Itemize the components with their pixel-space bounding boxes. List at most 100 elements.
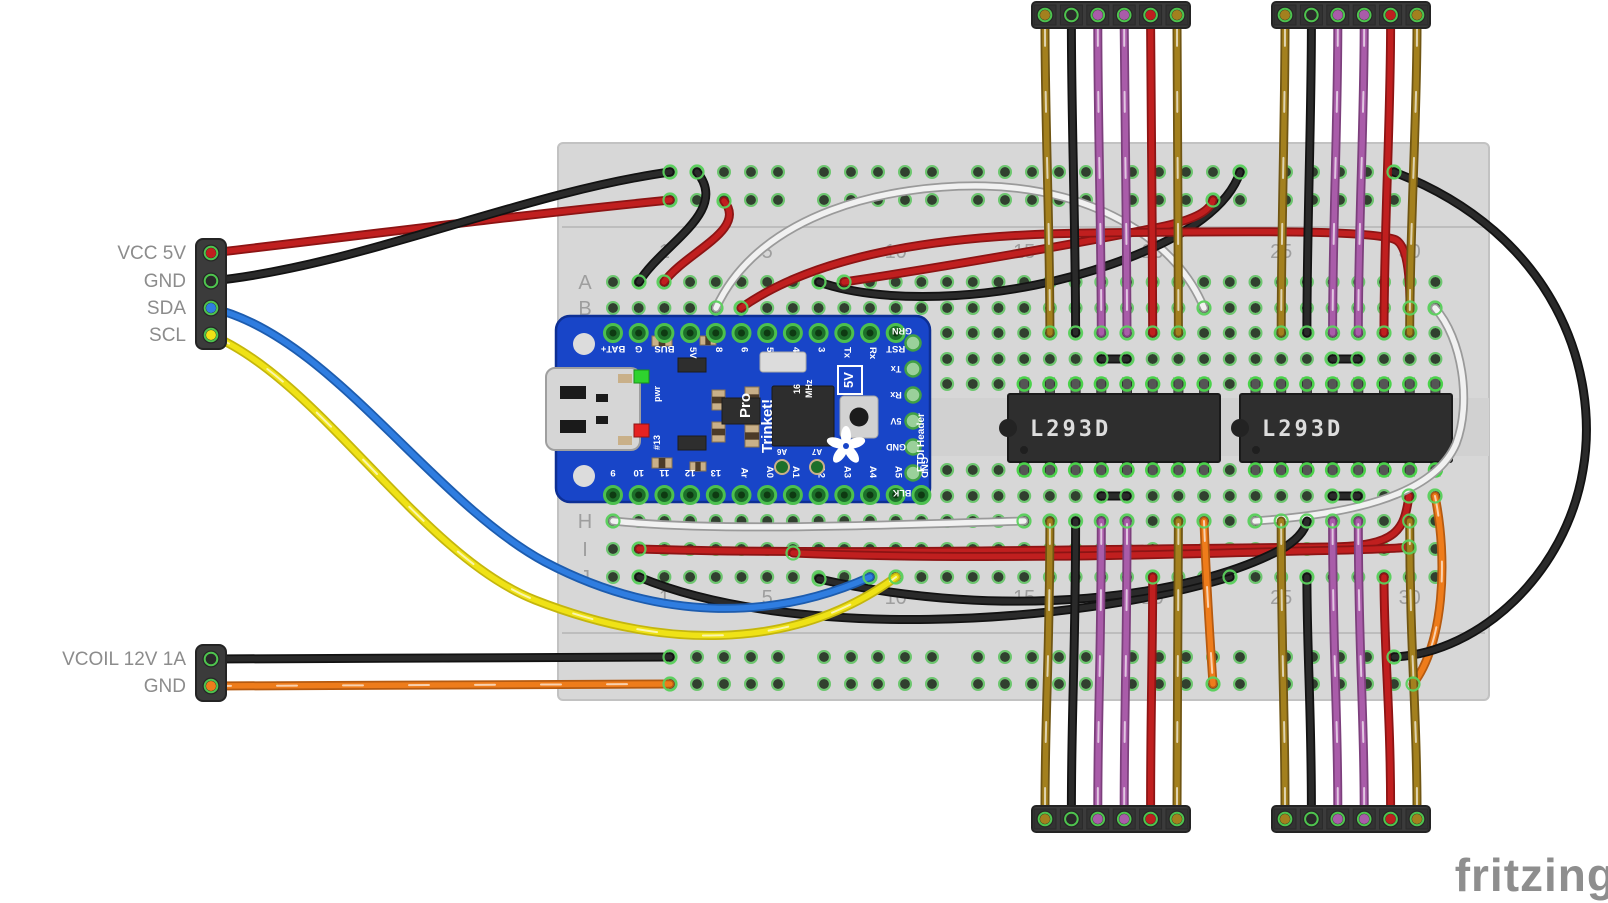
wire-motor-bottom-left-pin6[interactable] [1172, 516, 1183, 813]
motor-header-bottom-left[interactable] [1031, 805, 1191, 833]
trinket-pin-label: Rx [867, 347, 878, 360]
wire-sda[interactable] [206, 303, 875, 613]
wire-motor-bottom-right-pin2[interactable] [1302, 572, 1316, 813]
trinket-pin-label: A5 [893, 466, 904, 479]
wire-white-row-h[interactable] [608, 516, 1029, 532]
trinket-pin-label: G [635, 343, 642, 354]
wire-motor-bottom-left-pin5[interactable] [1146, 572, 1158, 813]
silk-text: 16 [792, 384, 802, 394]
trinket-pin-label: A4 [867, 466, 878, 479]
signal-header[interactable] [195, 238, 227, 350]
wire-black-right-arc[interactable] [1389, 167, 1591, 662]
wire-black-arc-top[interactable] [814, 167, 1245, 302]
wire-red-row-i-left[interactable] [634, 491, 1414, 557]
wires [206, 21, 1591, 813]
silk-text: GRN [892, 326, 912, 336]
wire-motor-top-left-pin2[interactable] [1066, 21, 1081, 338]
row-label: I [582, 539, 588, 561]
column-label: 5 [762, 587, 773, 609]
trinket-pin-label: 11 [659, 467, 670, 478]
trinket-pin-label: 3 [816, 347, 827, 352]
wire-motor-top-right-pin1[interactable] [1276, 21, 1290, 338]
silk-text: 5V [841, 372, 856, 388]
wire-motor-top-left-pin3[interactable] [1093, 21, 1106, 338]
silk-text: Trinket! [759, 399, 776, 453]
reset-button-cap[interactable] [849, 407, 869, 427]
row-label: B [578, 298, 591, 320]
ftdi-pin-label: GND [886, 442, 907, 452]
trinket-pin-label: 9 [610, 467, 615, 478]
mcu-chip [771, 385, 835, 447]
smd-components [633, 335, 835, 472]
wire-orange-right[interactable] [1408, 491, 1447, 689]
ftdi-pin-label: 5V [890, 416, 901, 426]
wire-motor-top-left-pin4[interactable] [1119, 21, 1132, 338]
ftdi-pin-label: Tx [891, 364, 902, 374]
trinket-pin-label: 12 [685, 467, 696, 478]
label-sda: SDA [146, 298, 186, 319]
wire-motor-top-right-pin5[interactable] [1379, 21, 1396, 338]
wire-motor-bottom-left-pin4[interactable] [1119, 516, 1132, 813]
wire-motor-bottom-right-pin6[interactable] [1405, 516, 1422, 813]
ic-l293d-1[interactable]: L293D [999, 376, 1221, 478]
wire-motor-bottom-left-pin2[interactable] [1066, 516, 1081, 813]
label-vcc-5v: VCC 5V [117, 243, 186, 264]
trinket-pin-label: 10 [633, 467, 644, 478]
wire-motor-top-left-pin5[interactable] [1146, 21, 1158, 338]
wire-motor-bottom-right-pin4[interactable] [1353, 516, 1369, 813]
power-header[interactable] [195, 644, 227, 702]
wire-motor-top-left-pin1[interactable] [1040, 21, 1055, 338]
wire-white-right[interactable] [1250, 303, 1469, 526]
wire-rail-jumper-red[interactable] [659, 196, 734, 287]
trinket-pin-label: A3 [841, 466, 852, 478]
mount-hole [573, 333, 595, 355]
silk-text: Pro [737, 393, 754, 418]
ftdi-pin-label: Rx [890, 390, 902, 400]
wire-motor-top-left-pin6[interactable] [1172, 21, 1183, 338]
wire-motor-bottom-left-pin1[interactable] [1040, 516, 1055, 813]
connection-rings [605, 164, 1443, 692]
silk-text: FTDI Header [916, 413, 927, 472]
led-13 [633, 423, 650, 438]
wire-vcoil-12v[interactable] [206, 652, 675, 664]
silk-text: pwr [652, 386, 662, 402]
trinket-pin-label: Tx [841, 347, 852, 359]
trinket-pad-label: A6 [776, 447, 787, 456]
wire-motor-top-right-pin4[interactable] [1353, 21, 1369, 338]
ic-label: L293D [1030, 417, 1111, 442]
column-label: 5 [762, 241, 773, 263]
motor-header-bottom-right[interactable] [1271, 805, 1431, 833]
ic-l293d-2[interactable]: L293D [1231, 376, 1453, 478]
wire-gnd-5v[interactable] [206, 167, 675, 286]
motor-header-top-left[interactable] [1031, 1, 1191, 29]
wire-orange-col23[interactable] [1199, 516, 1218, 689]
ic-label: L293D [1262, 417, 1343, 442]
trinket-pin-label: 5V [687, 347, 698, 359]
wire-vcoil-gnd[interactable] [206, 679, 675, 691]
wire-motor-bottom-right-pin3[interactable] [1328, 516, 1343, 813]
ftdi-pin [904, 386, 922, 404]
wire-motor-top-right-pin3[interactable] [1328, 21, 1343, 338]
trinket-pin-label: A1 [790, 466, 801, 479]
row-label: H [578, 511, 592, 533]
wire-motor-bottom-right-pin1[interactable] [1276, 516, 1290, 813]
wire-scl[interactable] [206, 330, 901, 640]
wire-motor-top-right-pin2[interactable] [1302, 21, 1316, 338]
motor-header-top-right[interactable] [1271, 1, 1431, 29]
wire-motor-bottom-left-pin3[interactable] [1093, 516, 1106, 813]
ftdi-pin [904, 412, 922, 430]
wire-motor-top-right-pin6[interactable] [1405, 21, 1422, 338]
trinket-pin-label: GND [918, 457, 929, 478]
silk-text: MHz [804, 379, 814, 398]
adafruit-logo-icon [826, 426, 866, 463]
ftdi-pin [904, 360, 922, 378]
label-gnd: GND [143, 271, 186, 292]
wire-rail-jumper-black[interactable] [634, 167, 711, 287]
pro-trinket-board[interactable] [545, 314, 932, 504]
trinket-pin-label: 5 [764, 347, 775, 353]
wire-motor-bottom-right-pin5[interactable] [1379, 572, 1396, 813]
wire-black-row-j-mid[interactable] [814, 516, 1312, 606]
label-scl: SCL [149, 325, 186, 346]
